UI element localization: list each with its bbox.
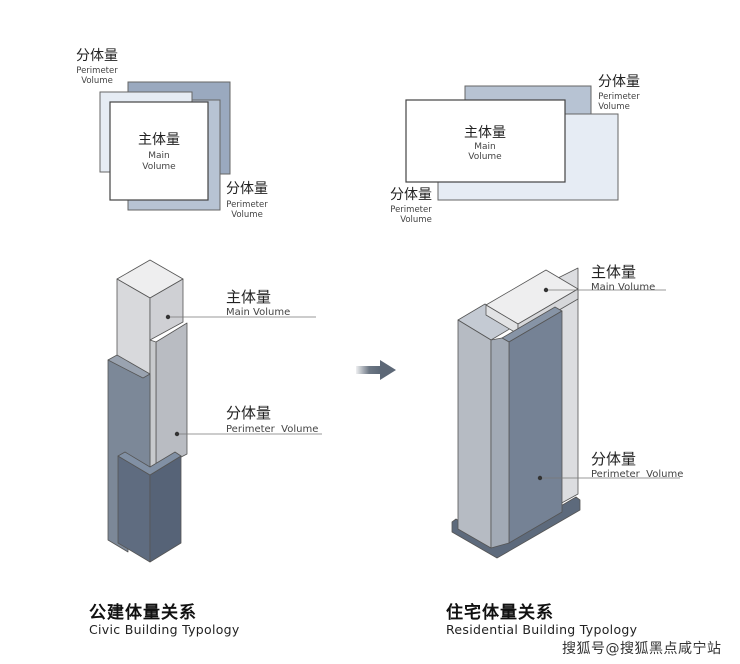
- civic-perimeter-panel-left-top: [107, 354, 151, 379]
- civic-main-volume: [109, 101, 209, 201]
- residential-tower-perimeter-zh: 分体量: [591, 450, 636, 468]
- civic-tower-diagram: [107, 259, 322, 563]
- civic-plan-perimeter-top-en1: Perimeter: [76, 66, 118, 76]
- civic-tower-main-zh: 主体量: [226, 288, 271, 306]
- civic-tower-perimeter-zh: 分体量: [226, 404, 271, 422]
- residential-tower-main-en: Main Volume: [591, 282, 655, 293]
- residential-plan-perimeter-bottom-en2: Volume: [400, 215, 432, 225]
- residential-plan-perimeter-bottom-en1: Perimeter: [390, 205, 432, 215]
- residential-tower-perimeter-en: Perimeter Volume: [591, 469, 683, 480]
- civic-plan-diagram: 主体量 Main Volume 分体量 Perimeter Volume 分体量…: [76, 48, 268, 220]
- civic-plan-main-zh: 主体量: [138, 132, 180, 148]
- civic-tower-perimeter-en: Perimeter Volume: [226, 424, 318, 435]
- residential-perimeter-slab-face: [508, 310, 563, 544]
- civic-plan-main-en1: Main: [148, 151, 170, 161]
- civic-tower-main-en: Main Volume: [226, 307, 290, 318]
- residential-plan-perimeter-top-zh: 分体量: [598, 74, 640, 90]
- residential-tower-main-zh: 主体量: [591, 263, 636, 281]
- residential-plan-main-zh: 主体量: [464, 125, 506, 141]
- civic-plan-perimeter-bottom-en2: Volume: [231, 210, 263, 220]
- civic-plan-perimeter-top-zh: 分体量: [76, 48, 118, 64]
- right-arrow-icon: [356, 360, 396, 380]
- residential-plan-main-en1: Main: [474, 142, 496, 152]
- civic-caption-title: 公建体量关系: [89, 603, 197, 623]
- civic-perimeter-leader-dot: [174, 431, 180, 437]
- civic-plan-perimeter-top-en2: Volume: [81, 76, 113, 86]
- residential-main-volume: [405, 99, 566, 183]
- residential-main-leader-dot: [543, 287, 549, 293]
- civic-plan-perimeter-bottom-zh: 分体量: [226, 181, 268, 197]
- civic-plan-perimeter-bottom-en1: Perimeter: [226, 200, 268, 210]
- watermark: 搜狐号@搜狐黑点咸宁站: [562, 641, 722, 657]
- civic-perimeter-panel-right: [155, 322, 188, 471]
- civic-perimeter-panel-right-edge: [149, 339, 157, 471]
- civic-main-leader-dot: [165, 314, 171, 320]
- residential-plan-perimeter-top-en2: Volume: [598, 102, 630, 112]
- residential-caption-title: 住宅体量关系: [446, 603, 554, 623]
- civic-caption-subtitle: Civic Building Typology: [89, 622, 240, 637]
- residential-plan-perimeter-bottom-zh: 分体量: [390, 187, 432, 203]
- residential-plan-perimeter-top-en1: Perimeter: [598, 92, 640, 102]
- residential-perimeter-leader-dot: [537, 475, 543, 481]
- civic-perimeter-chevron-top: [117, 451, 182, 476]
- residential-perimeter-slab-side: [490, 337, 510, 549]
- residential-plan-main-en2: Volume: [468, 152, 502, 162]
- residential-left-block-front: [457, 319, 492, 549]
- residential-tower-diagram: [451, 267, 680, 559]
- civic-main-right-face: [149, 278, 184, 341]
- residential-plan-diagram: 主体量 Main Volume 分体量 Perimeter Volume 分体量…: [390, 74, 640, 225]
- residential-caption-subtitle: Residential Building Typology: [446, 622, 638, 637]
- civic-plan-main-en2: Volume: [142, 162, 176, 172]
